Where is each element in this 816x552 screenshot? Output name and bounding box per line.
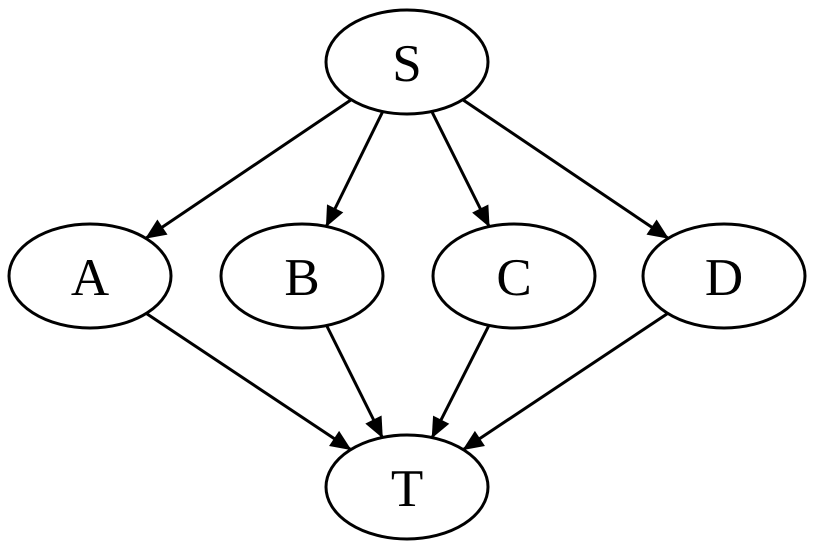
node-label-D: D <box>705 249 743 307</box>
node-B: B <box>219 222 385 330</box>
node-label-A: A <box>71 249 109 307</box>
node-label-B: B <box>284 249 319 307</box>
node-ellipse-T <box>324 433 490 541</box>
edge-layer <box>144 98 670 451</box>
edge-A-T <box>145 312 352 451</box>
node-C: C <box>431 222 597 330</box>
edge-D-T <box>462 312 669 451</box>
edge-S-D <box>461 98 670 240</box>
node-label-T: T <box>391 460 423 518</box>
node-T: T <box>324 433 490 541</box>
edge-S-A <box>144 98 353 240</box>
node-S: S <box>324 8 490 116</box>
edge-C-T <box>430 324 491 439</box>
node-ellipse-C <box>431 222 597 330</box>
node-label-C: C <box>496 249 531 307</box>
node-ellipse-S <box>324 8 490 116</box>
edge-S-B <box>324 110 385 228</box>
node-ellipse-B <box>219 222 385 330</box>
node-A: A <box>7 222 173 330</box>
edge-S-C <box>430 110 491 228</box>
node-D: D <box>641 222 807 330</box>
node-ellipse-A <box>7 222 173 330</box>
node-label-S: S <box>392 35 421 93</box>
node-ellipse-D <box>641 222 807 330</box>
edge-B-T <box>325 324 384 439</box>
node-layer: S A B C D T <box>7 8 807 541</box>
